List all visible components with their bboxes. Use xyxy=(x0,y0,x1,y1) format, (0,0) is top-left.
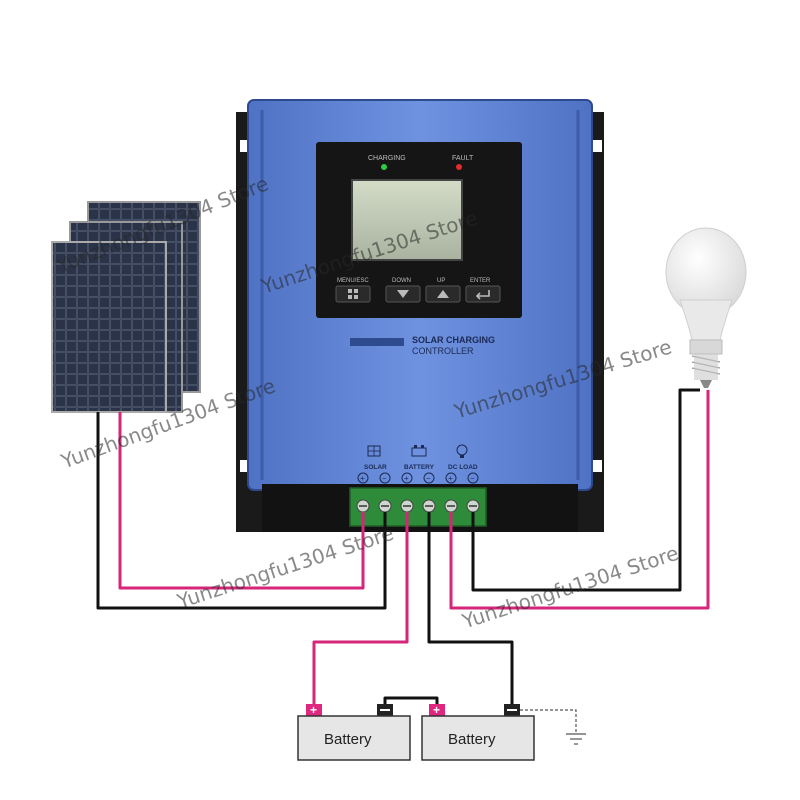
svg-text:−: − xyxy=(382,474,387,483)
svg-text:+: + xyxy=(360,474,365,483)
charging-led xyxy=(381,164,387,170)
svg-text:+: + xyxy=(433,703,440,717)
bulb-icon xyxy=(456,444,468,458)
fault-led xyxy=(456,164,462,170)
terminal-label-battery: BATTERY xyxy=(404,464,435,471)
fault-label: FAULT xyxy=(452,155,474,162)
battery-2-label: Battery xyxy=(448,731,496,748)
button-label-up: UP xyxy=(437,278,445,284)
battery-2: + Battery xyxy=(421,703,535,761)
controller-title-line2: CONTROLLER xyxy=(412,346,474,356)
terminal-label-load: DC LOAD xyxy=(448,464,478,471)
polarity-marks: + − + − + − xyxy=(357,472,479,484)
svg-text:−: − xyxy=(426,474,431,483)
ground-icon xyxy=(520,709,586,745)
load-positive-wire xyxy=(449,390,710,610)
battery-icon xyxy=(411,445,427,457)
down-button[interactable] xyxy=(385,285,421,303)
battery-series-link xyxy=(383,696,439,706)
solar-negative-wire xyxy=(96,412,387,610)
button-label-menu: MENU/ESC xyxy=(337,278,369,284)
controller-title-line1: SOLAR CHARGING xyxy=(412,335,495,345)
battery-negative-wire xyxy=(427,512,514,706)
wires xyxy=(96,388,710,706)
battery-positive-wire xyxy=(312,512,409,706)
terminal-block xyxy=(349,487,487,527)
arrow-down-icon xyxy=(397,290,409,298)
svg-text:+: + xyxy=(404,474,409,483)
button-label-down: DOWN xyxy=(392,278,411,284)
svg-text:+: + xyxy=(448,474,453,483)
svg-text:+: + xyxy=(310,703,317,717)
solar-panel-icon xyxy=(367,445,381,457)
solar-panel-array xyxy=(51,201,201,413)
charge-controller: CHARGING FAULT MENU/ESC DOWN UP ENTER xyxy=(236,99,604,532)
light-bulb xyxy=(665,227,747,388)
load-negative-wire xyxy=(471,388,700,592)
battery-1: + Battery xyxy=(297,703,411,761)
enter-icon xyxy=(475,290,490,300)
brand-tag xyxy=(350,338,404,346)
menu-button[interactable] xyxy=(335,285,371,303)
enter-button[interactable] xyxy=(465,285,501,303)
lcd-screen xyxy=(351,179,463,261)
terminal-label-solar: SOLAR xyxy=(364,464,387,471)
menu-icon xyxy=(348,289,358,299)
charging-label: CHARGING xyxy=(368,155,406,162)
arrow-up-icon xyxy=(437,290,449,298)
up-button[interactable] xyxy=(425,285,461,303)
button-label-enter: ENTER xyxy=(470,278,491,284)
battery-1-label: Battery xyxy=(324,731,372,748)
solar-panel-front xyxy=(51,241,167,413)
solar-positive-wire xyxy=(118,412,365,590)
svg-text:−: − xyxy=(470,474,475,483)
